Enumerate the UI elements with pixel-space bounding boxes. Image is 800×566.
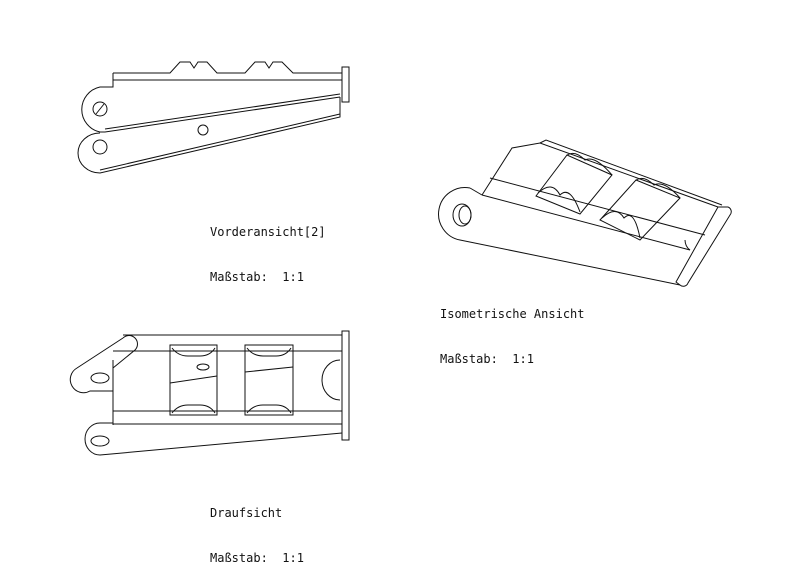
top-view-scale: Maßstab: 1:1	[210, 551, 304, 565]
top-view-label: Draufsicht Maßstab: 1:1	[210, 476, 304, 566]
front-view-scale: Maßstab: 1:1	[210, 270, 304, 284]
top-view-drawing	[69, 330, 350, 456]
iso-view-label: Isometrische Ansicht Maßstab: 1:1	[440, 277, 585, 382]
front-view-drawing	[77, 61, 350, 174]
top-view-title: Draufsicht	[210, 506, 283, 520]
front-view-title: Vorderansicht[2]	[210, 225, 326, 239]
iso-view-title: Isometrische Ansicht	[440, 307, 585, 321]
iso-view-scale: Maßstab: 1:1	[440, 352, 534, 366]
front-view-label: Vorderansicht[2] Maßstab: 1:1	[210, 195, 326, 300]
isometric-view-drawing	[438, 139, 732, 287]
